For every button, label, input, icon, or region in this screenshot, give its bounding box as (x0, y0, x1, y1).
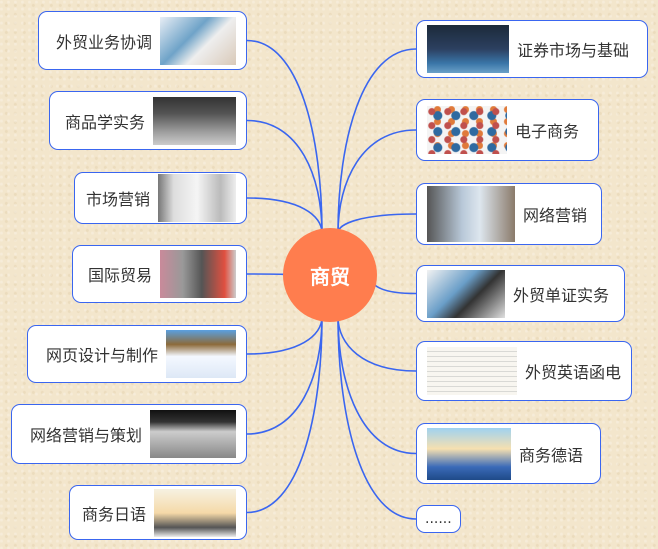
node-label: 网络营销与策划 (29, 426, 142, 445)
node-trade-english-correspondence[interactable]: 外贸英语函电 (416, 341, 632, 401)
connector-line (246, 316, 323, 514)
connector-line (246, 316, 323, 435)
storefront-image (150, 410, 236, 458)
node-securities-market[interactable]: 证券市场与基础 (416, 20, 648, 78)
connector-line (246, 119, 323, 234)
node-label: 网页设计与制作 (45, 346, 158, 365)
center-node[interactable]: 商贸 (283, 228, 377, 322)
node-business-german[interactable]: 商务德语 (416, 423, 601, 484)
node-label: 市场营销 (85, 190, 150, 209)
office-room-image (427, 186, 515, 242)
connector-line (337, 316, 417, 372)
node-international-trade[interactable]: 国际贸易 (72, 245, 247, 303)
connector-line (246, 39, 323, 234)
node-label: 商务日语 (81, 504, 146, 524)
connector-line (246, 197, 323, 234)
node-label: 外贸业务协调 (55, 32, 152, 52)
office-image (160, 16, 236, 65)
node-label: 商品学实务 (64, 112, 145, 132)
node-label: 外贸单证实务 (513, 285, 610, 305)
business-cartoon-image (427, 427, 511, 480)
node-label: 商务德语 (519, 445, 584, 465)
connector-line (246, 316, 323, 355)
dots-image (427, 106, 507, 154)
meeting-image (154, 488, 236, 537)
node-business-japanese[interactable]: 商务日语 (69, 485, 247, 540)
node-label: 证券市场与基础 (517, 41, 630, 60)
node-label: 网络营销 (523, 206, 588, 225)
connector-line (337, 316, 417, 520)
display-image (158, 174, 236, 222)
connector-line (337, 48, 417, 234)
connector-line (337, 129, 417, 234)
desk-image (427, 269, 505, 318)
node-web-design[interactable]: 网页设计与制作 (27, 325, 247, 383)
store-image (153, 96, 236, 145)
node-more[interactable]: ...... (416, 505, 461, 533)
node-marketing[interactable]: 市场营销 (74, 172, 247, 224)
webpage-image (166, 330, 236, 378)
document-image (427, 347, 517, 395)
node-label: 外贸英语函电 (525, 363, 622, 382)
node-label: 电子商务 (515, 122, 580, 141)
stock-exchange-image (427, 25, 509, 73)
node-online-marketing[interactable]: 网络营销 (416, 183, 602, 245)
clothing-shop-image (160, 250, 236, 298)
node-online-marketing-planning[interactable]: 网络营销与策划 (11, 404, 247, 464)
node-label: ...... (425, 511, 452, 527)
node-label: 国际贸易 (87, 266, 152, 285)
connector-line (337, 213, 417, 234)
node-e-commerce[interactable]: 电子商务 (416, 99, 599, 161)
node-trade-documents[interactable]: 外贸单证实务 (416, 265, 625, 322)
center-label: 商贸 (310, 264, 350, 289)
node-commodity-practice[interactable]: 商品学实务 (49, 91, 247, 150)
node-foreign-trade-coordination[interactable]: 外贸业务协调 (38, 11, 247, 70)
